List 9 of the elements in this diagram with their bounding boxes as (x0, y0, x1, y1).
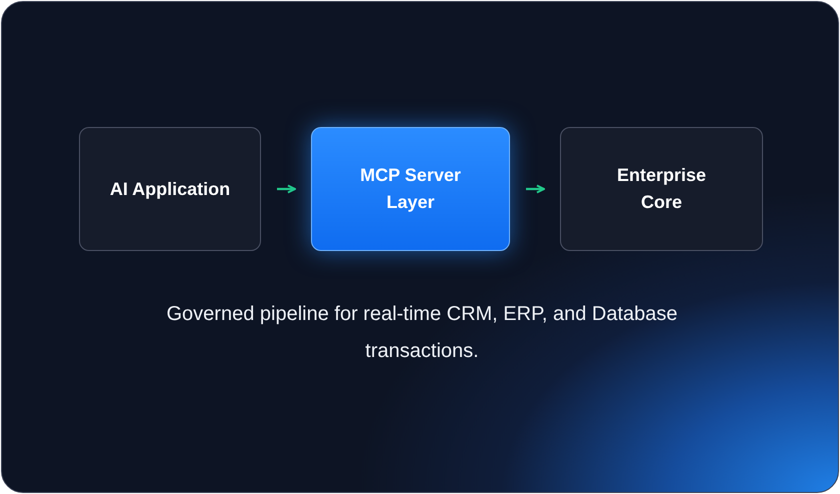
process-box (560, 127, 763, 251)
process-box (79, 127, 261, 251)
highlighted-process-box (311, 127, 510, 251)
node-label: MCP Server Layer (359, 164, 462, 214)
caption: Governed pipeline for real-time CRM, ERP, and Database transactions. (166, 302, 678, 364)
node-label: Enterprise Core (616, 164, 708, 214)
node-label: AI Application (110, 178, 230, 201)
arrow (277, 184, 296, 194)
arrow (526, 184, 545, 194)
